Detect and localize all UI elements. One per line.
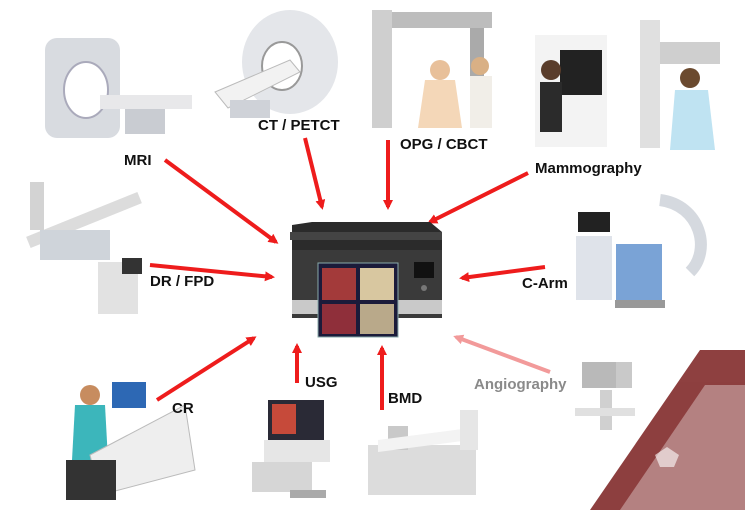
label-mammography: Mammography	[535, 160, 642, 177]
arrow-dr	[149, 263, 275, 282]
label-opg-cbct: OPG / CBCT	[400, 136, 488, 153]
label-angiography: Angiography	[474, 376, 567, 393]
label-bmd: BMD	[388, 390, 423, 407]
arrow-ct	[303, 137, 326, 210]
angiography-system-icon	[575, 362, 635, 430]
cr-workstation-icon	[66, 382, 196, 500]
ct-scanner-icon	[214, 10, 338, 118]
label-c-arm: C-Arm	[522, 275, 568, 292]
label-usg: USG	[305, 374, 338, 391]
mri-scanner-icon	[45, 38, 192, 138]
arrow-angio	[453, 334, 551, 374]
label-dr-fpd: DR / FPD	[150, 273, 215, 290]
arrow-mri	[163, 158, 279, 244]
arrow-mammo	[427, 171, 529, 224]
ultrasound-machine-icon	[252, 400, 330, 498]
printer-icon	[290, 222, 442, 338]
arrow-carm	[459, 265, 546, 283]
bone-densitometer-icon	[368, 410, 478, 495]
label-mri: MRI	[124, 152, 152, 169]
c-arm-icon	[576, 194, 707, 308]
mammography-unit-icon	[535, 20, 720, 150]
watermark-emblem	[590, 350, 745, 510]
label-cr: CR	[172, 400, 194, 417]
label-ct-petct: CT / PETCT	[258, 117, 340, 134]
dr-xray-table-icon	[26, 182, 142, 314]
arrow-cr	[155, 336, 257, 402]
dental-xray-icon	[372, 10, 492, 128]
arrows	[149, 137, 551, 410]
